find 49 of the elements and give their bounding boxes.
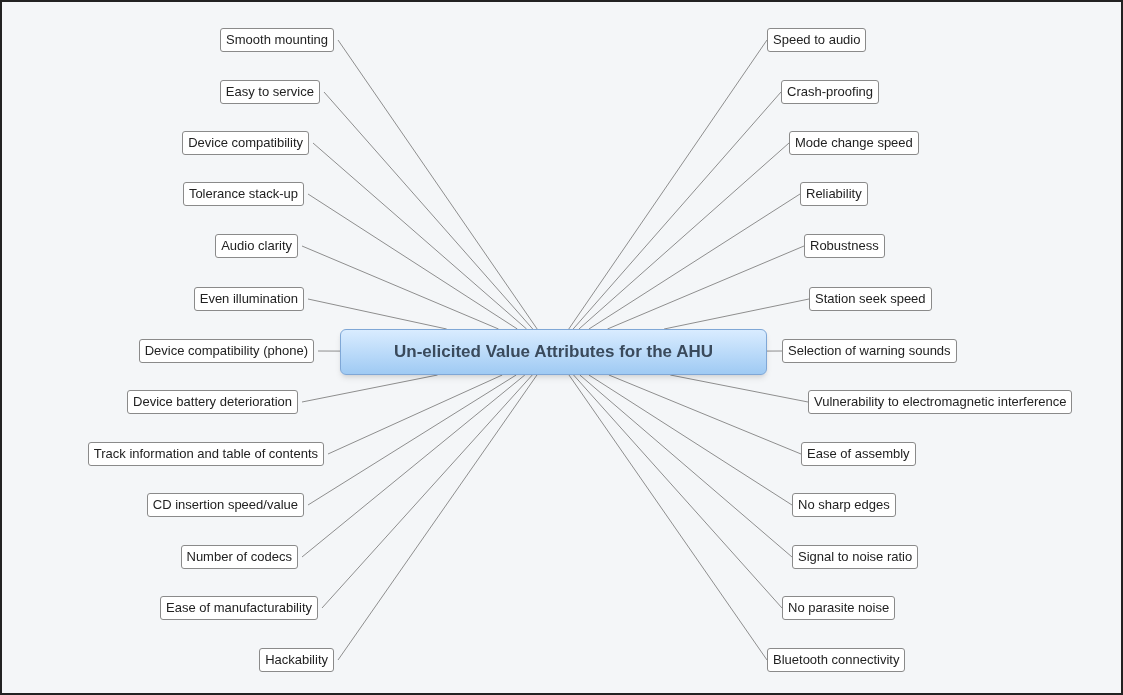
topic-box: Ease of assembly [801, 442, 916, 466]
connector-line [327, 374, 503, 455]
topic-box: Selection of warning sounds [782, 339, 957, 363]
topic-box: Tolerance stack-up [182, 182, 304, 206]
topic-box: Track information and table of contents [87, 442, 324, 466]
topic-box: Number of codecs [180, 545, 298, 569]
topic-box: Even illumination [193, 287, 304, 311]
topic-box: No sharp edges [792, 493, 896, 517]
central-topic: Un-elicited Value Attributes for the AHU [340, 329, 767, 375]
connector-line [572, 91, 782, 330]
topic-box: Ease of manufacturability [160, 596, 318, 620]
topic-box: Speed to audio [767, 28, 867, 52]
connector-line [578, 142, 790, 330]
connector-line [606, 245, 805, 330]
topic-box: CD insertion speed/value [146, 493, 304, 517]
connector-line [312, 142, 528, 330]
topic-box: Hackability [259, 648, 334, 672]
topic-box: Reliability [800, 182, 868, 206]
connector-line [568, 374, 768, 661]
topic-box: No parasite noise [782, 596, 896, 620]
connector-line [321, 374, 533, 609]
connector-line [568, 39, 768, 330]
connector-line [573, 374, 783, 609]
topic-box: Smooth mounting [220, 28, 334, 52]
connector-line [323, 91, 534, 330]
topic-box: Device battery deterioration [127, 390, 298, 414]
topic-box: Audio clarity [215, 234, 298, 258]
connector-line [307, 374, 517, 506]
connector-line [307, 193, 518, 330]
topic-box: Mode change speed [789, 131, 919, 155]
topic-box: Easy to service [219, 80, 320, 104]
topic-box: Device compatibility [182, 131, 309, 155]
topic-box: Robustness [804, 234, 885, 258]
connector-line [766, 350, 783, 352]
connector-line [588, 374, 793, 506]
topic-box: Bluetooth connectivity [767, 648, 906, 672]
connector-line [317, 350, 341, 352]
connector-line [301, 374, 526, 558]
connector-line [301, 245, 500, 330]
connector-line [337, 39, 538, 330]
connector-line [608, 374, 802, 455]
topic-box: Station seek speed [809, 287, 932, 311]
connector-line [588, 193, 801, 330]
connector-line [579, 374, 793, 558]
topic-box: Vulnerability to electromagnetic interference [808, 390, 1073, 414]
topic-box: Device compatibility (phone) [138, 339, 314, 363]
topic-box: Signal to noise ratio [792, 545, 919, 569]
topic-box: Crash-proofing [781, 80, 879, 104]
connector-line [337, 374, 538, 661]
